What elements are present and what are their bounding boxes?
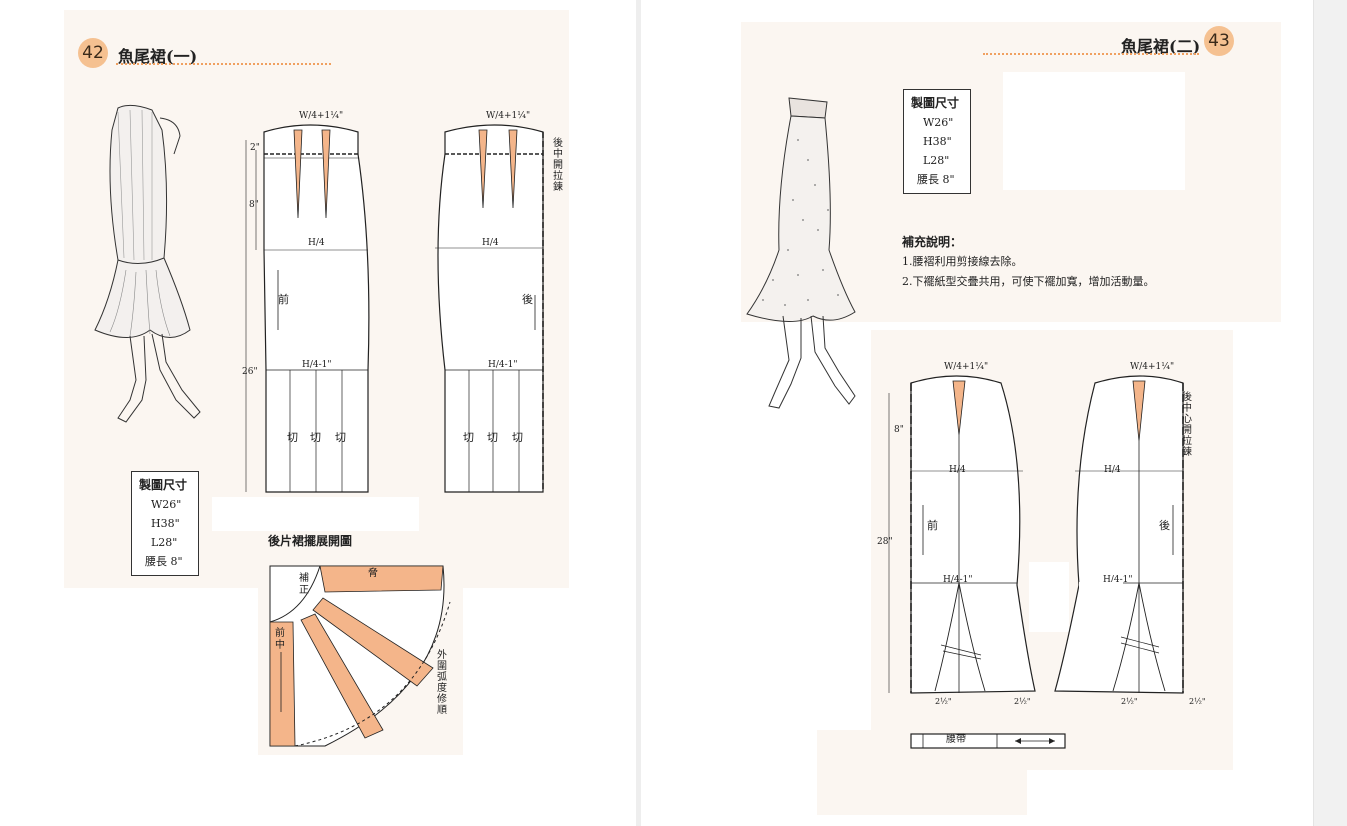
front-label: 前 (278, 293, 289, 306)
page-number-badge: 43 (1204, 26, 1234, 56)
flare-correct-label: 補正 (299, 573, 309, 596)
back-waist-formula: W/4+1¼" (1130, 362, 1175, 372)
page-title: 魚尾裙(二) (1121, 37, 1201, 56)
back-label: 後 (522, 293, 533, 306)
measure-label: 2½" (1014, 697, 1031, 706)
note-item: 2.下襬紙型交疊共用，可使下襬加寬，增加活動量。 (902, 275, 1155, 288)
page-number-badge: 42 (78, 38, 108, 68)
size-line: L28" (151, 536, 178, 549)
length-26-label: 26" (242, 367, 258, 377)
flare-diagram (269, 565, 451, 747)
size-line: L28" (923, 154, 950, 167)
size-line: 腰長 8" (917, 173, 955, 186)
flare-side-label: 脅 (368, 568, 378, 579)
size-line: H38" (923, 135, 952, 148)
front-pattern-draft (245, 124, 370, 493)
back-hip-formula: H/4 (1104, 465, 1121, 475)
cut-label-2: 切 (310, 431, 321, 444)
blank-patch (1003, 72, 1185, 190)
supplementary-notes: 補充說明： 1.腰褶利用剪接線去除。 2.下襬紙型交疊共用，可使下襬加寬，增加活… (902, 232, 1155, 292)
page-title: 魚尾裙(一) (118, 47, 198, 66)
front-hip-formula: H/4 (949, 465, 966, 475)
back-cut-label-3: 切 (512, 431, 523, 444)
length-8-label: 8" (894, 425, 904, 435)
blank-patch (212, 497, 419, 531)
title-rule (116, 63, 331, 65)
front-hem-formula: H/4-1" (943, 575, 973, 585)
front-waist-formula: W/4+1¼" (299, 111, 344, 121)
back-cut-label-1: 切 (463, 431, 474, 444)
back-waist-formula: W/4+1¼" (486, 111, 531, 121)
size-box: 製圖尺寸 W26" H38" L28" 腰長 8" (131, 471, 199, 576)
notes-heading: 補充說明： (902, 235, 963, 249)
front-hip-formula: H/4 (308, 238, 325, 248)
flare-front-center-label: 前中 (275, 628, 285, 651)
size-line: W26" (923, 116, 954, 129)
back-zip-label: 後中開拉鍊 (553, 138, 563, 193)
blank-patch (1079, 582, 1123, 630)
back-cut-label-2: 切 (487, 431, 498, 444)
size-line: H38" (151, 517, 180, 530)
front-pattern-draft (888, 375, 1036, 694)
vertical-scrollbar[interactable] (1313, 0, 1347, 826)
back-zip-label: 後中心開拉鍊 (1182, 392, 1192, 458)
measure-label: 2½" (1121, 697, 1138, 706)
left-page: 42 魚尾裙(一) W/4+1¼" H/4 H/4-1" 前 8" 26" 2"… (0, 0, 636, 826)
measure-label: 2½" (935, 697, 952, 706)
front-hem-formula: H/4-1" (302, 360, 332, 370)
size-box-heading: 製圖尺寸 (139, 478, 188, 492)
fashion-figure-illustration (746, 97, 856, 409)
size-line: W26" (151, 498, 182, 511)
waistband-label: 腰帶 (946, 734, 966, 745)
back-hem-formula: H/4-1" (1103, 575, 1133, 585)
size-box-heading: 製圖尺寸 (911, 96, 960, 110)
flare-outer-label: 外圍弧度修順 (437, 650, 447, 716)
waistband-draft (910, 733, 1066, 749)
front-waist-formula: W/4+1¼" (944, 362, 989, 372)
size-box: 製圖尺寸 W26" H38" L28" 腰長 8" (903, 89, 971, 194)
back-pattern-draft (435, 124, 544, 493)
length-8-label: 8" (249, 200, 259, 210)
length-2-label: 2" (250, 143, 260, 153)
fashion-figure-illustration (94, 104, 201, 423)
back-label: 後 (1159, 519, 1170, 532)
measure-label: 2½" (1189, 697, 1206, 706)
size-line: 腰長 8" (145, 555, 183, 568)
blank-patch (1029, 562, 1069, 632)
cut-label-3: 切 (335, 431, 346, 444)
length-28-label: 28" (877, 537, 893, 547)
back-hem-formula: H/4-1" (488, 360, 518, 370)
front-label: 前 (927, 519, 938, 532)
flare-diagram-caption: 後片裙擺展開圖 (268, 534, 353, 548)
page-gutter (636, 0, 641, 826)
cut-label-1: 切 (287, 431, 298, 444)
right-page: 43 魚尾裙(二) 製圖尺寸 W26" H38" L28" 腰長 8" 補充說明… (641, 0, 1313, 826)
back-hip-formula: H/4 (482, 238, 499, 248)
title-rule (983, 53, 1199, 55)
note-item: 1.腰褶利用剪接線去除。 (902, 255, 1023, 268)
